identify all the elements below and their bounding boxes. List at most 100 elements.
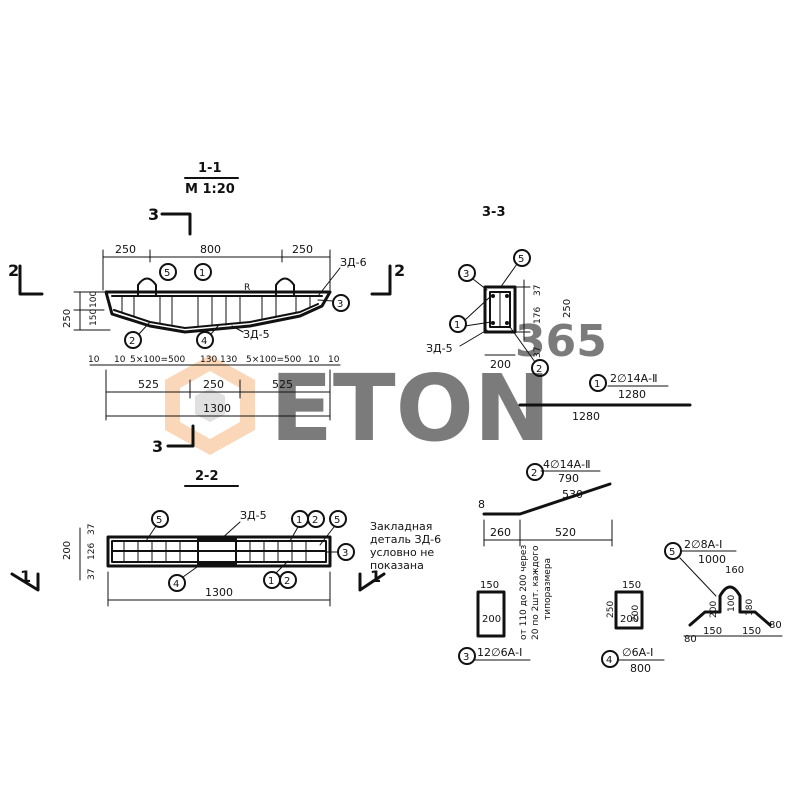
callout-4-2-2: 4 <box>168 561 205 592</box>
bar-2-line <box>482 482 612 516</box>
bar-4-dim-200-h: 200 <box>620 614 639 625</box>
bar-3-callout: 3 <box>463 652 469 663</box>
bar-1-length-total: 1280 <box>618 388 646 401</box>
label-zd6-1-1: ЗД-6 <box>340 256 367 269</box>
embedded-part-zd5 <box>197 538 237 565</box>
bar-3-spec: 12∅6А-Ⅰ <box>477 646 522 659</box>
dim-2-2-37-top: 37 <box>87 524 97 535</box>
bar-5-dim-200: 200 <box>709 601 719 618</box>
callout-4-1-1: 4 <box>196 325 219 349</box>
bar-5-dim-180: 180 <box>745 599 755 616</box>
bar-4-dim-250: 250 <box>606 601 616 618</box>
dim-row2-525a: 525 <box>138 378 159 391</box>
note-line-3: условно не <box>370 546 434 559</box>
svg-text:2: 2 <box>129 336 135 347</box>
bar-2-spec: 4∅14А-Ⅱ <box>543 458 591 471</box>
section-1-1: 1-1 М 1:20 3 3 2 2 250 800 250 <box>8 161 405 456</box>
label-zd5-1-1: ЗД-5 <box>243 328 270 341</box>
bar-4-length-total: 800 <box>630 662 651 675</box>
dim-top-800: 800 <box>200 243 221 256</box>
dim-row2-525b: 525 <box>272 378 293 391</box>
bar-5-callout: 5 <box>669 547 675 558</box>
svg-text:1: 1 <box>296 515 302 526</box>
dim-row1-10b: 10 <box>114 355 126 365</box>
bar-5-dim-150-right: 150 <box>742 626 761 637</box>
section-2-2: 2-2 1 1 37 126 37 200 1300 5 <box>10 469 441 607</box>
bar-1-callout: 1 <box>594 379 600 390</box>
svg-text:4: 4 <box>173 579 179 590</box>
bar-4-dim-150: 150 <box>622 580 641 591</box>
bar-4-stirrup <box>614 590 644 630</box>
dim-3-3-250: 250 <box>562 299 573 318</box>
watermark: ETON 365 <box>165 316 607 462</box>
svg-text:5: 5 <box>518 254 524 265</box>
section-3-3-title: 3-3 <box>482 205 506 220</box>
watermark-word: ETON <box>270 355 551 462</box>
svg-text:5: 5 <box>156 515 162 526</box>
callout-2-1-1: 2 <box>124 321 151 349</box>
bar-5-schedule: 5 2∅8А-Ⅰ 1000 160 200 100 180 80 150 150… <box>664 538 783 645</box>
bar-3-schedule: 150 200 3 12∅6А-Ⅰ от 110 до 200 через 20… <box>458 545 553 665</box>
note-line-2: деталь ЗД-6 <box>370 533 441 546</box>
dim-total-1300-2-2: 1300 <box>205 586 233 599</box>
dim-total-1300-1-1: 1300 <box>203 402 231 415</box>
bar-2-dim-520: 520 <box>555 526 576 539</box>
bar-5-dim-160: 160 <box>725 565 744 576</box>
svg-text:5: 5 <box>164 268 170 279</box>
dim-row1-130a: 130 <box>200 355 217 365</box>
svg-text:1: 1 <box>454 320 460 331</box>
dim-top-250-right: 250 <box>292 243 313 256</box>
svg-text:2: 2 <box>312 515 318 526</box>
cut-mark-3-top: 3 <box>148 205 159 224</box>
dim-left-150: 150 <box>89 309 99 326</box>
callout-5-1-1: 5 <box>159 263 177 281</box>
cut-mark-2-right: 2 <box>394 261 405 280</box>
bar-2-callout: 2 <box>531 468 537 479</box>
callout-1-1-1: 1 <box>194 263 212 281</box>
svg-text:4: 4 <box>201 336 207 347</box>
dim-3-3-176: 176 <box>533 307 543 324</box>
section-1-1-title: 1-1 <box>198 161 222 176</box>
watermark-logo-icon <box>165 355 255 455</box>
watermark-digits: 365 <box>515 316 607 367</box>
bar-2-schedule: 2 4∅14А-Ⅱ 790 8 530 260 520 <box>478 458 613 547</box>
bar-5-dim-80-right: 80 <box>769 620 782 631</box>
dim-row1-500b: 5×100=500 <box>246 355 301 365</box>
bar-3-dim-150: 150 <box>480 580 499 591</box>
dim-3-3-37-top: 37 <box>533 285 543 296</box>
bar-2-dim-260: 260 <box>490 526 511 539</box>
lifting-loop-left <box>137 277 157 297</box>
bar-4-spec: ∅6А-Ⅰ <box>622 646 653 659</box>
callout-3-1-1: 3 <box>317 294 350 312</box>
dim-3-3-200: 200 <box>490 358 511 371</box>
bar-2-dim-530: 530 <box>562 488 583 501</box>
bar-4-callout: 4 <box>606 655 612 666</box>
bar-3-stirrup <box>476 590 506 638</box>
label-r: R <box>244 283 250 293</box>
dim-left-250: 250 <box>62 309 73 328</box>
callout-2-3-3: 2 <box>509 326 549 377</box>
label-zd5-3-3: ЗД-5 <box>426 342 453 355</box>
callout-1-3-3: 1 <box>449 295 492 333</box>
callout-2-2-2-bottom: 2 <box>279 571 297 589</box>
svg-text:3: 3 <box>463 269 469 280</box>
bar-2-length-total: 790 <box>558 472 579 485</box>
bar-3-note-2: 20 по 2шт. каждого <box>531 545 541 640</box>
cut-mark-2-left: 2 <box>8 261 19 280</box>
bar-5-dim-150-left: 150 <box>703 626 722 637</box>
dim-row1-10d: 10 <box>328 355 340 365</box>
callout-2-2-2-top: 2 <box>307 510 325 528</box>
callout-3-2-2: 3 <box>325 543 355 561</box>
cut-mark-3-bottom: 3 <box>152 437 163 456</box>
dim-row2-250: 250 <box>203 378 224 391</box>
svg-text:5: 5 <box>334 515 340 526</box>
dim-2-2-37-bottom: 37 <box>87 569 97 580</box>
bar-1-length-seg: 1280 <box>572 410 600 423</box>
dim-left-100: 100 <box>89 291 99 308</box>
lifting-loop-right <box>275 277 295 297</box>
bar-3-dim-200: 200 <box>482 614 501 625</box>
bar-5-loop <box>688 585 772 627</box>
bar-2-dim-8: 8 <box>478 498 485 511</box>
